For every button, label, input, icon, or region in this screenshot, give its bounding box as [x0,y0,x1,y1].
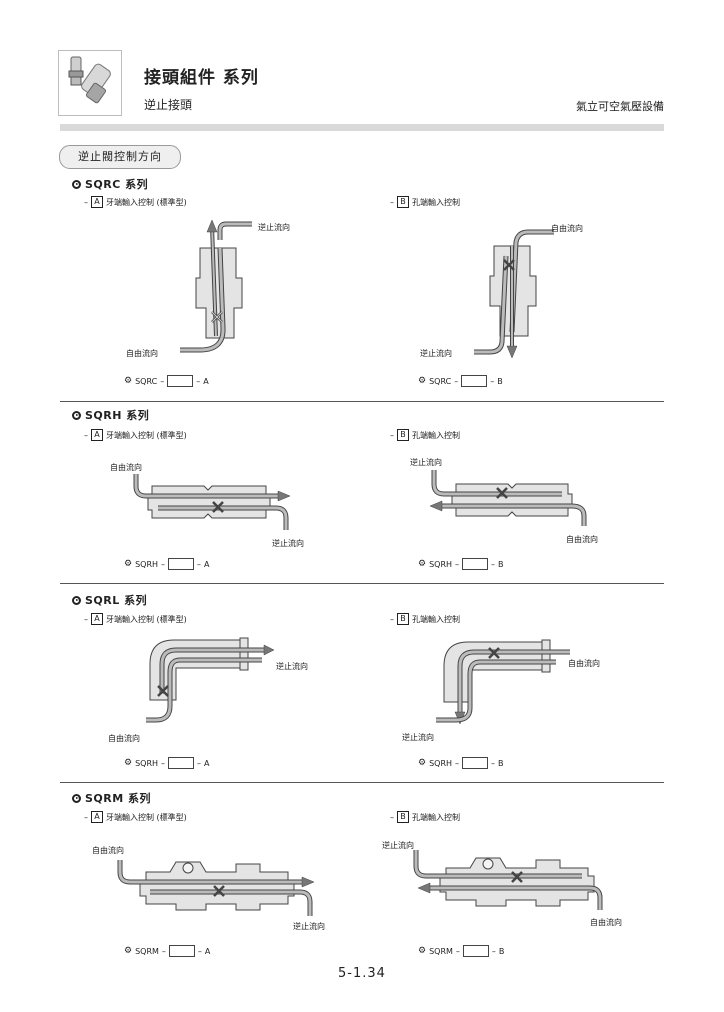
label-check-flow: 逆止流向 [382,841,414,850]
code-blank [462,757,489,769]
sqrc-a-diagram [180,219,252,353]
product-thumbnail [58,50,122,116]
check-x-icon [211,311,223,323]
arrow-circle-icon [72,793,81,803]
code-blank [168,558,195,570]
series-title-sqrl: SQRL 系列 [72,592,147,608]
section-divider [60,583,664,584]
model-code-sqrm-b: ⚙SQRM––B [418,945,505,957]
fitting-image [68,56,111,104]
gear-icon: ⚙ [124,758,133,768]
arrow-circle-icon [72,179,81,189]
page-title: 接頭組件 系列 [144,68,259,88]
gear-icon: ⚙ [124,946,133,956]
check-x-icon [157,685,169,697]
sqrc-b-diagram [474,229,554,359]
label-free-flow: 自由流向 [92,846,124,855]
label-free-flow: 自由流向 [590,918,622,927]
check-x-icon [511,871,523,883]
check-x-icon [213,885,225,897]
section-divider [60,401,664,402]
check-x-icon [496,487,508,499]
gear-icon: ⚙ [418,376,427,386]
label-check-flow: 逆止流向 [293,922,325,931]
gear-icon: ⚙ [124,559,133,569]
sqrl-b-diagram [436,639,570,725]
label-check-flow: 逆止流向 [276,662,308,671]
label-check-flow: 逆止流向 [272,539,304,548]
label-free-flow: 自由流向 [568,659,600,668]
label-check-flow: 逆止流向 [258,223,290,232]
gear-icon: ⚙ [418,758,427,768]
code-blank [462,945,489,957]
model-code-sqrc-a: ⚙SQRC––A [124,375,209,387]
code-blank [461,375,488,387]
sqrh-b-diagram [429,470,587,526]
check-x-icon [488,647,500,659]
company-name: 氣立可空氣壓設備 [576,100,664,113]
model-code-sqrh-b: ⚙SQRH––B [418,558,504,570]
label-check-flow: 逆止流向 [420,349,452,358]
header-divider [60,124,664,131]
gear-icon: ⚙ [124,376,133,386]
model-code-sqrl-b: ⚙SQRH––B [418,757,504,769]
series-title-sqrm: SQRM 系列 [72,790,151,806]
gear-icon: ⚙ [418,946,427,956]
series-title-sqrh: SQRH 系列 [72,407,149,423]
code-blank [168,945,195,957]
arrow-circle-icon [72,410,81,420]
check-x-icon [503,259,515,271]
section-divider [60,782,664,783]
section-label: 逆止閥控制方向 [59,145,181,169]
sqrm-b-diagram [413,850,603,910]
label-check-flow: 逆止流向 [402,733,434,742]
sqrh-a-diagram [133,474,291,530]
model-code-sqrh-a: ⚙SQRH––A [124,558,210,570]
gear-icon: ⚙ [418,559,427,569]
code-blank [168,757,195,769]
label-free-flow: 自由流向 [551,224,583,233]
sqrm-a-diagram [117,860,315,916]
page-subtitle: 逆止接頭 [144,98,193,112]
label-free-flow: 自由流向 [110,463,142,472]
label-free-flow: 自由流向 [108,734,140,743]
sqrl-a-diagram [146,637,275,723]
label-free-flow: 自由流向 [126,349,158,358]
model-code-sqrl-a: ⚙SQRH––A [124,757,210,769]
label-check-flow: 逆止流向 [410,458,442,467]
model-code-sqrm-a: ⚙SQRM––A [124,945,211,957]
code-blank [462,558,489,570]
series-title-sqrc: SQRC 系列 [72,176,148,192]
code-blank [167,375,194,387]
page-number: 5-1.34 [338,966,386,981]
model-code-sqrc-b: ⚙SQRC––B [418,375,503,387]
label-free-flow: 自由流向 [566,535,598,544]
arrow-circle-icon [72,595,81,605]
check-x-icon [212,501,224,513]
